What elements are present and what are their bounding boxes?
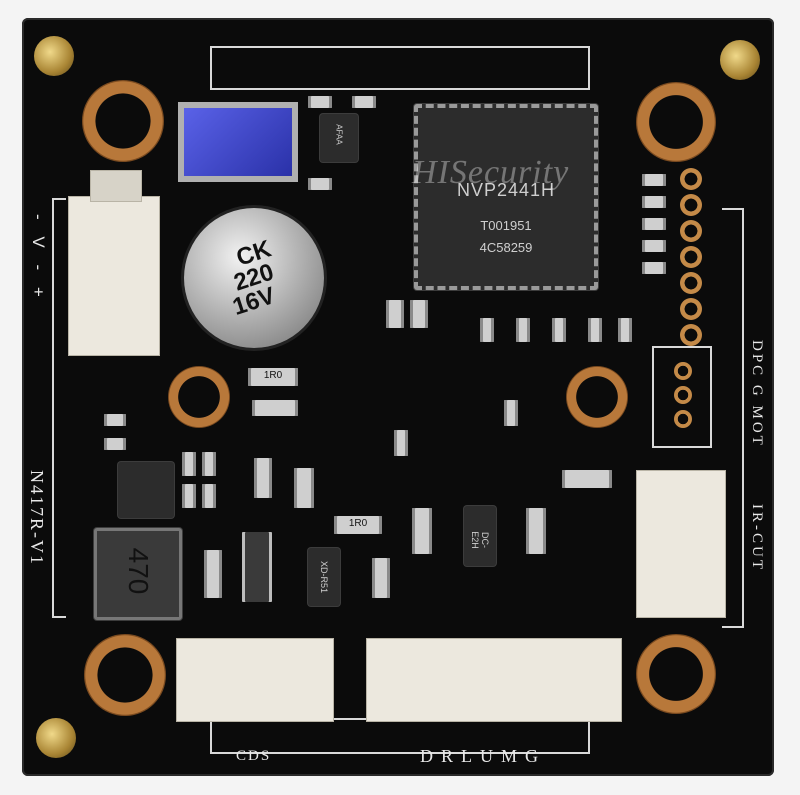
smd-part [204,550,222,598]
main-chip: NVP2441H T001951 4C58259 [414,104,598,290]
header-pad [680,272,702,294]
smd-part [386,300,404,328]
header-pad [680,220,702,242]
smd-part [252,400,298,416]
cds-connector [176,638,334,722]
electrolytic-capacitor: CK 220 16V [184,208,324,348]
smd-part [642,262,666,274]
resistor-1r0-top-label: 1R0 [263,370,283,381]
header-pad [674,386,692,404]
main-chip-line2: T001951 [480,218,532,233]
small-ic-xd: XD-R51 [308,548,340,606]
mounting-hole-top-left [82,80,164,162]
header-pad [680,194,702,216]
top-frame-outline [210,46,590,90]
smd-part [182,452,196,476]
smd-part [202,452,216,476]
power-label: - V - + [29,214,48,303]
mounting-screw-top-right [720,40,760,80]
power-connector [68,196,160,356]
left-frame-outline [52,198,66,618]
header-pad [680,324,702,346]
smd-part [202,484,216,508]
power-connector-latch [90,170,142,202]
mounting-hole-mid-left [168,366,230,428]
header-pad [680,246,702,268]
main-chip-part: NVP2441H [456,180,556,200]
smd-part [410,300,428,328]
smd-part [642,196,666,208]
resistor-1r0-mid [334,516,382,534]
smd-part [242,532,272,602]
smd-part [618,318,632,342]
smd-part [588,318,602,342]
small-ic-xd-label: XD-R51 [319,561,329,594]
smd-part [642,174,666,186]
smd-part [562,470,612,488]
watermark: HISecurity [412,154,570,191]
smd-part [352,96,376,108]
smd-part [480,318,494,342]
mounting-hole-bottom-right [636,634,716,714]
mounting-hole-bottom-left [84,634,166,716]
blue-smd-component [178,102,298,182]
smd-part [308,96,332,108]
smd-part [394,430,408,456]
smd-part [294,468,314,508]
header-pad [680,168,702,190]
small-ic-dc-label: DC-E2H [470,531,490,549]
board-id-label: N417R-V1 [27,470,47,566]
smd-part [104,414,126,426]
smd-part [642,240,666,252]
right-top-label: DPC G MOT [749,340,765,448]
small-ic-dc: DC-E2H [464,506,496,566]
smd-part [526,508,546,554]
header-pad [674,362,692,380]
header-pad [674,410,692,428]
bottom-left-label: CDS [236,748,272,764]
resistor-1r0-top [248,368,298,386]
mounting-hole-top-right [636,82,716,162]
smd-part [552,318,566,342]
pcb-board: NVP2441H T001951 4C58259 HISecurity AFAA… [22,18,774,776]
right-frame-outline [722,208,744,628]
resistor-1r0-mid-label: 1R0 [348,518,368,529]
smd-part [412,508,432,554]
small-ic-top: AFAA [320,114,358,162]
inductor-label: 470 [123,547,154,595]
smd-part [254,458,272,498]
mounting-hole-mid-right [566,366,628,428]
smd-part [308,178,332,190]
smd-part [372,558,390,598]
header-pad [680,298,702,320]
small-ic-top-label: AFAA [334,124,344,145]
smd-part [504,400,518,426]
smd-part [642,218,666,230]
bottom-right-label: DRLUMG [420,746,547,766]
mounting-screw-top-left [34,36,74,76]
inductor: 470 [94,528,182,620]
ir-cut-connector [636,470,726,618]
right-header-outline [652,346,712,448]
right-mid-label: IR-CUT [749,504,765,572]
smd-part [516,318,530,342]
mounting-screw-bottom-left [36,718,76,758]
regulator-ic [118,462,174,518]
smd-part [104,438,126,450]
main-chip-line3: 4C58259 [479,240,533,255]
drlumg-connector [366,638,622,722]
smd-part [182,484,196,508]
